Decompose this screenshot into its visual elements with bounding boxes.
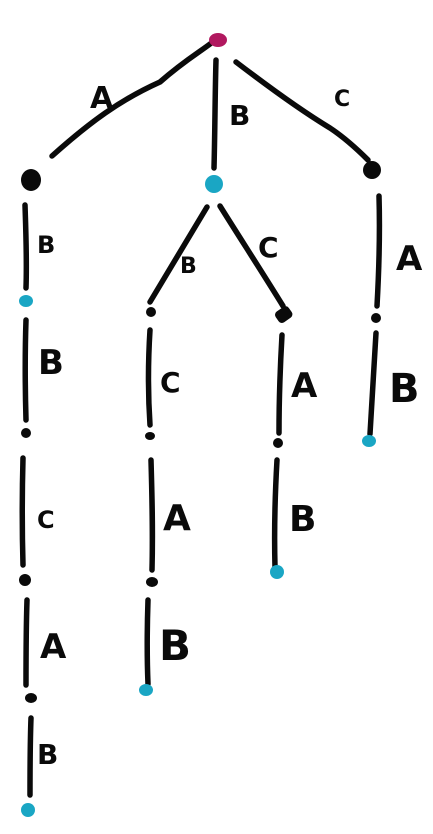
label-a-b-b: B (38, 343, 64, 383)
edge-root-a (49, 38, 217, 159)
label-b-c-a: A (291, 366, 318, 406)
node-abbc (19, 574, 31, 586)
edge-a-b-b (22, 317, 29, 423)
node-bc (275, 306, 293, 323)
edge-labels: A B C B B C A B B C A B C A B A B (37, 81, 423, 771)
node-bca (273, 438, 283, 448)
edge-a-b (22, 202, 30, 291)
edge-b-b (147, 204, 210, 305)
edge-root-c (233, 59, 371, 163)
node-ab (19, 295, 33, 307)
node-bb (146, 307, 156, 317)
label-b-b-c: C (160, 366, 181, 399)
label-c-a: A (396, 239, 423, 279)
edge-b-b-c-a-b (144, 597, 151, 687)
label-root-b: B (229, 99, 250, 132)
node-bbca (146, 577, 158, 587)
label-a-b-b-c-a-b: B (37, 738, 58, 771)
label-b-b-c-a-b: B (159, 621, 191, 670)
leaf-abbcab (21, 803, 35, 817)
label-root-c: C (334, 87, 350, 112)
edge-b-c (217, 203, 286, 309)
leaf-bbcab (139, 684, 153, 696)
node-abb (21, 428, 31, 438)
edge-c-a-b (367, 330, 379, 437)
label-a-b: B (37, 231, 55, 259)
edge-a-b-b-c-a-b (27, 715, 34, 798)
root-node (209, 33, 227, 47)
edge-b-c-a (276, 332, 285, 436)
label-b-b: B (180, 254, 197, 279)
node-c (363, 161, 381, 179)
node-a (21, 169, 41, 191)
edge-b-c-a-b (271, 457, 280, 570)
edge-a-b-b-c-a (23, 597, 30, 688)
leaf-bcab (270, 565, 284, 579)
label-b-c-a-b: B (289, 499, 316, 540)
label-a-b-b-c: C (37, 506, 55, 534)
label-b-b-c-a: A (163, 498, 191, 539)
label-a-b-b-c-a: A (40, 627, 67, 667)
edge-c-a (374, 193, 383, 309)
node-bbc (145, 432, 155, 440)
label-b-c: C (258, 231, 279, 264)
node-ca (371, 313, 381, 323)
leaf-cab (362, 435, 376, 447)
nodes (19, 33, 381, 817)
node-b (205, 175, 223, 193)
node-abbca (25, 693, 37, 703)
edge-b-b-c-a (148, 457, 156, 573)
label-root-a: A (90, 81, 114, 116)
edge-b-b-c (145, 327, 153, 428)
edge-root-b (211, 57, 219, 171)
edge-a-b-b-c (19, 455, 26, 568)
label-c-a-b: B (389, 366, 420, 412)
